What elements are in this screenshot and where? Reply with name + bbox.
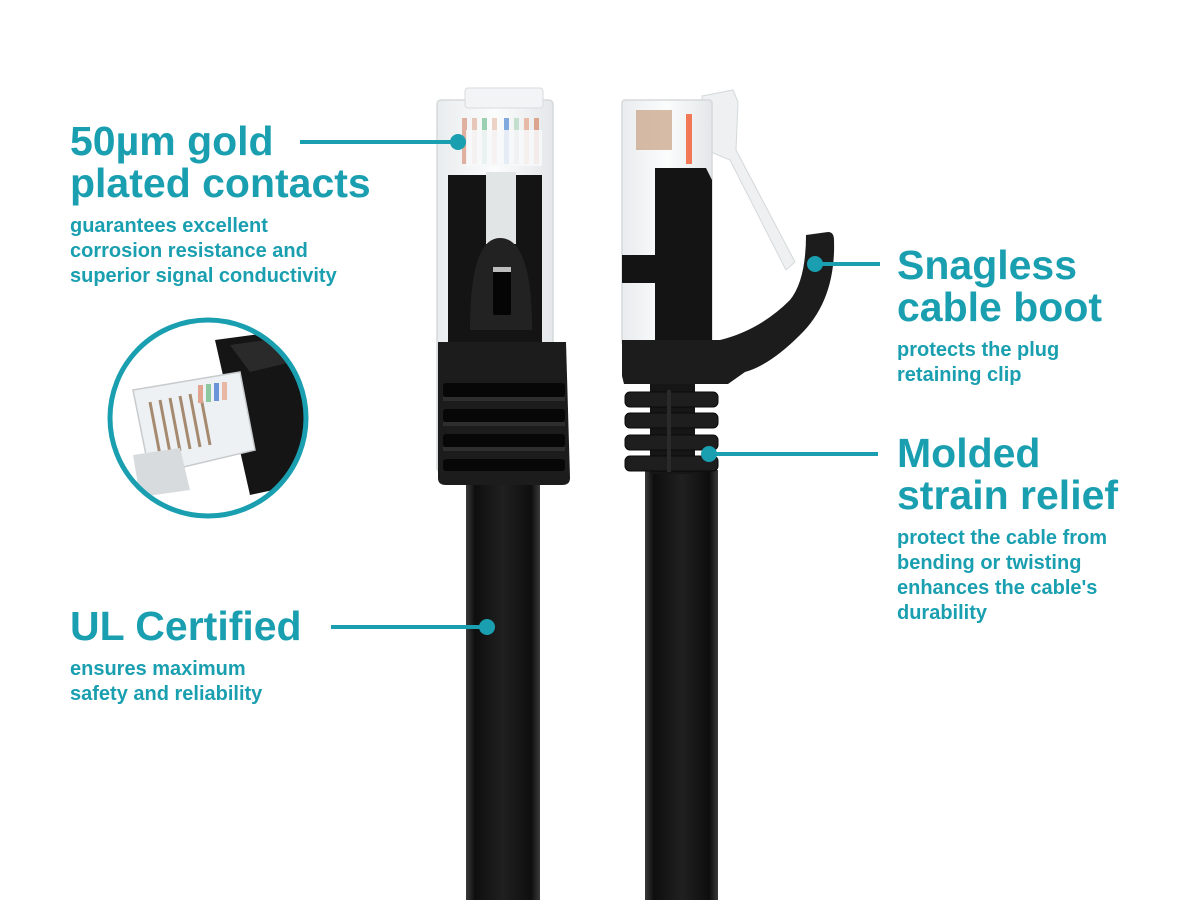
callout-description: protect the cable from bending or twisti… xyxy=(897,527,1108,624)
callout-title: Molded strain relief xyxy=(897,430,1119,518)
callout-title: UL Certified xyxy=(70,603,302,649)
callout-title: Snagless cable boot xyxy=(897,242,1103,330)
connector-closeup-inset xyxy=(107,317,309,519)
callout-description: protects the plug retaining clip xyxy=(897,339,1060,386)
callout-description: guarantees excellent corrosion resistanc… xyxy=(70,215,337,287)
callout-title: 50µm gold plated contacts xyxy=(70,118,371,206)
callout-ul-certified: UL Certified ensures maximum safety and … xyxy=(70,605,302,707)
callout-strain-relief: Molded strain relief protect the cable f… xyxy=(897,432,1118,626)
callout-snagless-boot: Snagless cable boot protects the plug re… xyxy=(897,244,1102,388)
right-plug-side-view xyxy=(621,89,835,900)
callout-description: ensures maximum safety and reliability xyxy=(70,658,263,705)
callout-gold-contacts: 50µm gold plated contacts guarantees exc… xyxy=(70,120,371,289)
left-plug-front-view xyxy=(436,87,570,900)
leader-lines xyxy=(300,134,880,635)
